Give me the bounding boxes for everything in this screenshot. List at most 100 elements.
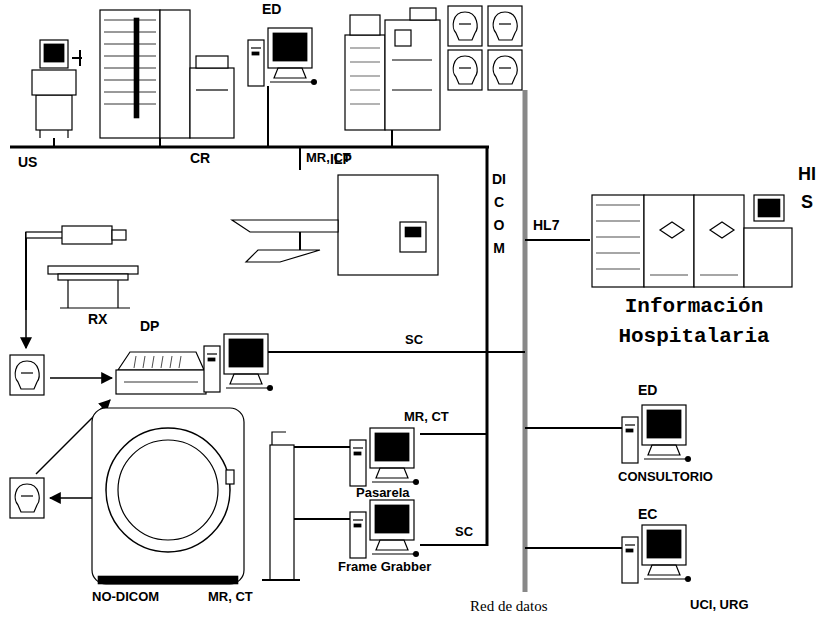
- film-icon: [10, 478, 44, 518]
- location-label: UCI, URG: [690, 598, 749, 612]
- xray-unit: [62, 226, 112, 244]
- his-server: [596, 269, 640, 270]
- film-icon: [493, 56, 517, 84]
- ct-scanner: [338, 175, 438, 275]
- film-icon: [10, 478, 44, 518]
- cr-reader: [190, 68, 234, 138]
- cr-reader: [104, 104, 156, 105]
- laser-imager: [410, 8, 436, 20]
- workstation-icon: [625, 424, 635, 425]
- his-server: [650, 275, 688, 276]
- film-icon: [448, 6, 482, 46]
- workstation-icon: [248, 40, 264, 86]
- film-icon: [459, 67, 471, 68]
- workstation-icon: [376, 540, 408, 550]
- film-icon: [10, 355, 44, 395]
- workstation-icon: [267, 385, 273, 391]
- device-label: ED: [262, 2, 281, 17]
- workstation-icon: [412, 481, 416, 482]
- film-icon: [453, 12, 477, 40]
- film-digitizer: [143, 356, 145, 368]
- workstation-icon: [229, 339, 263, 367]
- service-label: SC: [455, 525, 473, 539]
- device-label: EC: [638, 507, 657, 522]
- network-lines: [420, 433, 487, 435]
- network-lines: [10, 146, 489, 149]
- network-lines: [420, 544, 487, 546]
- network-lines: [525, 547, 625, 549]
- device-label: RX: [88, 312, 107, 327]
- film-icon: [21, 495, 33, 496]
- device-label: DP: [140, 319, 159, 334]
- device-label: Pasarela: [356, 486, 410, 500]
- xray-unit: [60, 307, 130, 308]
- workstation-icon: [353, 447, 363, 448]
- cr-reader: [104, 92, 156, 93]
- film-digitizer: [170, 356, 172, 368]
- service-label: SC: [405, 333, 423, 347]
- mr-scanner: [92, 408, 300, 584]
- his-server: [592, 195, 792, 287]
- film-icon: [499, 67, 511, 68]
- modality-label: MR, CT: [404, 410, 449, 424]
- his-server: [758, 199, 780, 217]
- ct-scanner: [405, 227, 421, 237]
- workstation-icon: [626, 429, 633, 432]
- ct-scanner: [232, 220, 338, 232]
- workstation-icon: [350, 440, 366, 486]
- network-lines: [10, 90, 625, 592]
- film-icon: [488, 50, 522, 90]
- workstation-icon: [370, 428, 414, 468]
- laser-imager: [350, 62, 380, 63]
- workstation-icon: [412, 553, 416, 554]
- workstation-icon: [350, 500, 419, 558]
- network-lines: [486, 147, 489, 546]
- network-lines: [299, 147, 301, 170]
- his-server: [744, 228, 792, 287]
- his-server: [700, 275, 738, 276]
- film-icon: [15, 361, 39, 389]
- mr-scanner: [262, 579, 300, 581]
- protocol-label: DICOM: [492, 168, 506, 260]
- workstation-icon: [372, 553, 412, 554]
- film-icon: [459, 23, 471, 24]
- mr-scanner: [270, 445, 294, 580]
- laser-imager: [345, 8, 440, 147]
- ultrasound-device: [53, 138, 55, 147]
- ultrasound-device: [32, 70, 76, 95]
- laser-imager: [385, 20, 440, 130]
- workstation-icon: [226, 387, 266, 388]
- workstation-icon: [204, 346, 220, 392]
- cr-reader: [100, 10, 160, 138]
- workstation-icon: [251, 47, 261, 48]
- device-label: CR: [190, 151, 210, 166]
- ultrasound-device: [44, 44, 64, 62]
- film-icon: [499, 23, 511, 24]
- his-server: [694, 195, 744, 287]
- workstation-icon: [372, 481, 412, 482]
- laser-imager: [392, 59, 432, 60]
- workstation-icon: [353, 519, 363, 520]
- workstation-icon: [413, 479, 419, 485]
- workstation-icon: [642, 405, 686, 445]
- laser-imager: [350, 48, 380, 49]
- system-label: HIS: [798, 160, 816, 216]
- ultrasound-device: [36, 95, 72, 130]
- workstation-icon: [648, 565, 680, 575]
- workstation-icon: [685, 576, 691, 582]
- workstation-icon: [648, 445, 680, 455]
- mr-scanner: [118, 440, 218, 540]
- xray-unit: [26, 226, 138, 348]
- workstation-icon: [626, 549, 633, 552]
- device-label: Frame Grabber: [338, 560, 431, 574]
- device-label: US: [18, 155, 37, 170]
- network-lines: [265, 351, 525, 353]
- workstation-icon: [310, 81, 314, 82]
- workstation-icon: [350, 512, 366, 558]
- cr-reader: [104, 20, 156, 21]
- laser-imager: [395, 30, 411, 46]
- workstation-icon: [644, 458, 684, 459]
- workstation-icon: [270, 81, 310, 82]
- mr-scanner: [98, 576, 238, 584]
